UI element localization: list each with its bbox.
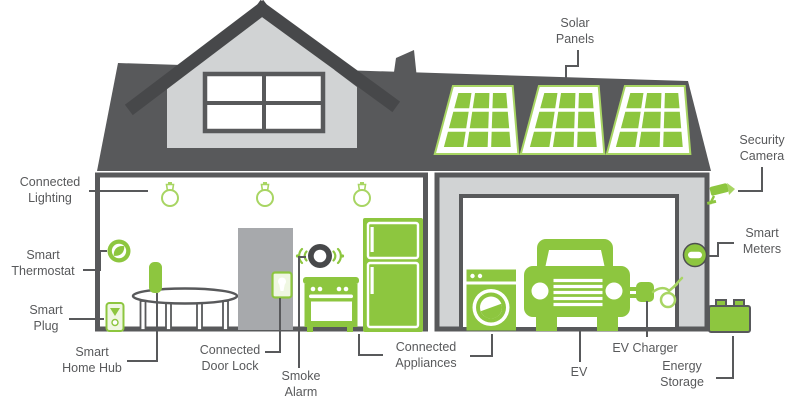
connected-lighting-icons [161,182,371,207]
security-camera-icon [706,183,735,205]
connected-door-lock-connector [265,298,281,353]
smart-meters-connector [707,242,734,257]
battery-icon [708,299,751,333]
light-bulb-icon [353,182,371,207]
ev-car-icon [524,239,630,331]
ev-label: EV [570,365,588,379]
washing-machine-icon [466,269,516,331]
refrigerator-icon [363,218,423,332]
chimney [393,50,417,79]
ev-charger-icon [628,276,684,309]
dormer-roof-left [124,0,272,116]
dormer [124,0,401,148]
smart-home-hub-label: Smart Home Hub [62,345,122,375]
solar-panels [433,85,692,155]
ev-charger-label: EV Charger [612,341,678,355]
solar-panels-label: Solar Panels [555,16,595,46]
smart-plug-icon [105,302,125,332]
dormer-window [202,71,326,134]
connected-lighting-label: Connected Lighting [19,175,81,205]
light-bulb-icon [256,182,274,207]
energy-storage-connector [716,336,734,379]
solar-panel-icon [433,85,520,155]
dormer-roof-right [252,0,401,113]
solar-panel-icon [519,85,606,155]
energy-storage-label: Energy Storage [660,359,704,389]
connected-door-lock-label: Connected Door Lock [199,343,261,373]
smart-thermostat-label: Smart Thermostat [11,248,75,278]
light-bulb-icon [161,182,179,207]
thermostat-icon [107,239,131,263]
solar-panels-connector [565,50,579,80]
smoke-alarm-connector [298,256,306,368]
smart-plug-label: Smart Plug [29,303,63,333]
door-lock-icon [271,271,293,299]
connected-appliances-label: Connected Appliances [395,340,457,370]
smart-meters-label: Smart Meters [742,226,782,256]
smart-home-hub-connector [127,293,158,362]
smart-home-hub-icon [149,262,162,293]
security-camera-connector [738,167,763,192]
security-camera-label: Security Camera [739,133,785,163]
smart-thermostat-connector [83,250,107,271]
connected-appliances-connector-left [358,334,383,356]
connected-appliances-connector-right [470,334,493,357]
smoke-alarm-label: Smoke Alarm [281,369,321,399]
stove-icon [303,277,359,332]
smart-meter-icon [682,242,708,268]
solar-panel-icon [605,85,692,155]
